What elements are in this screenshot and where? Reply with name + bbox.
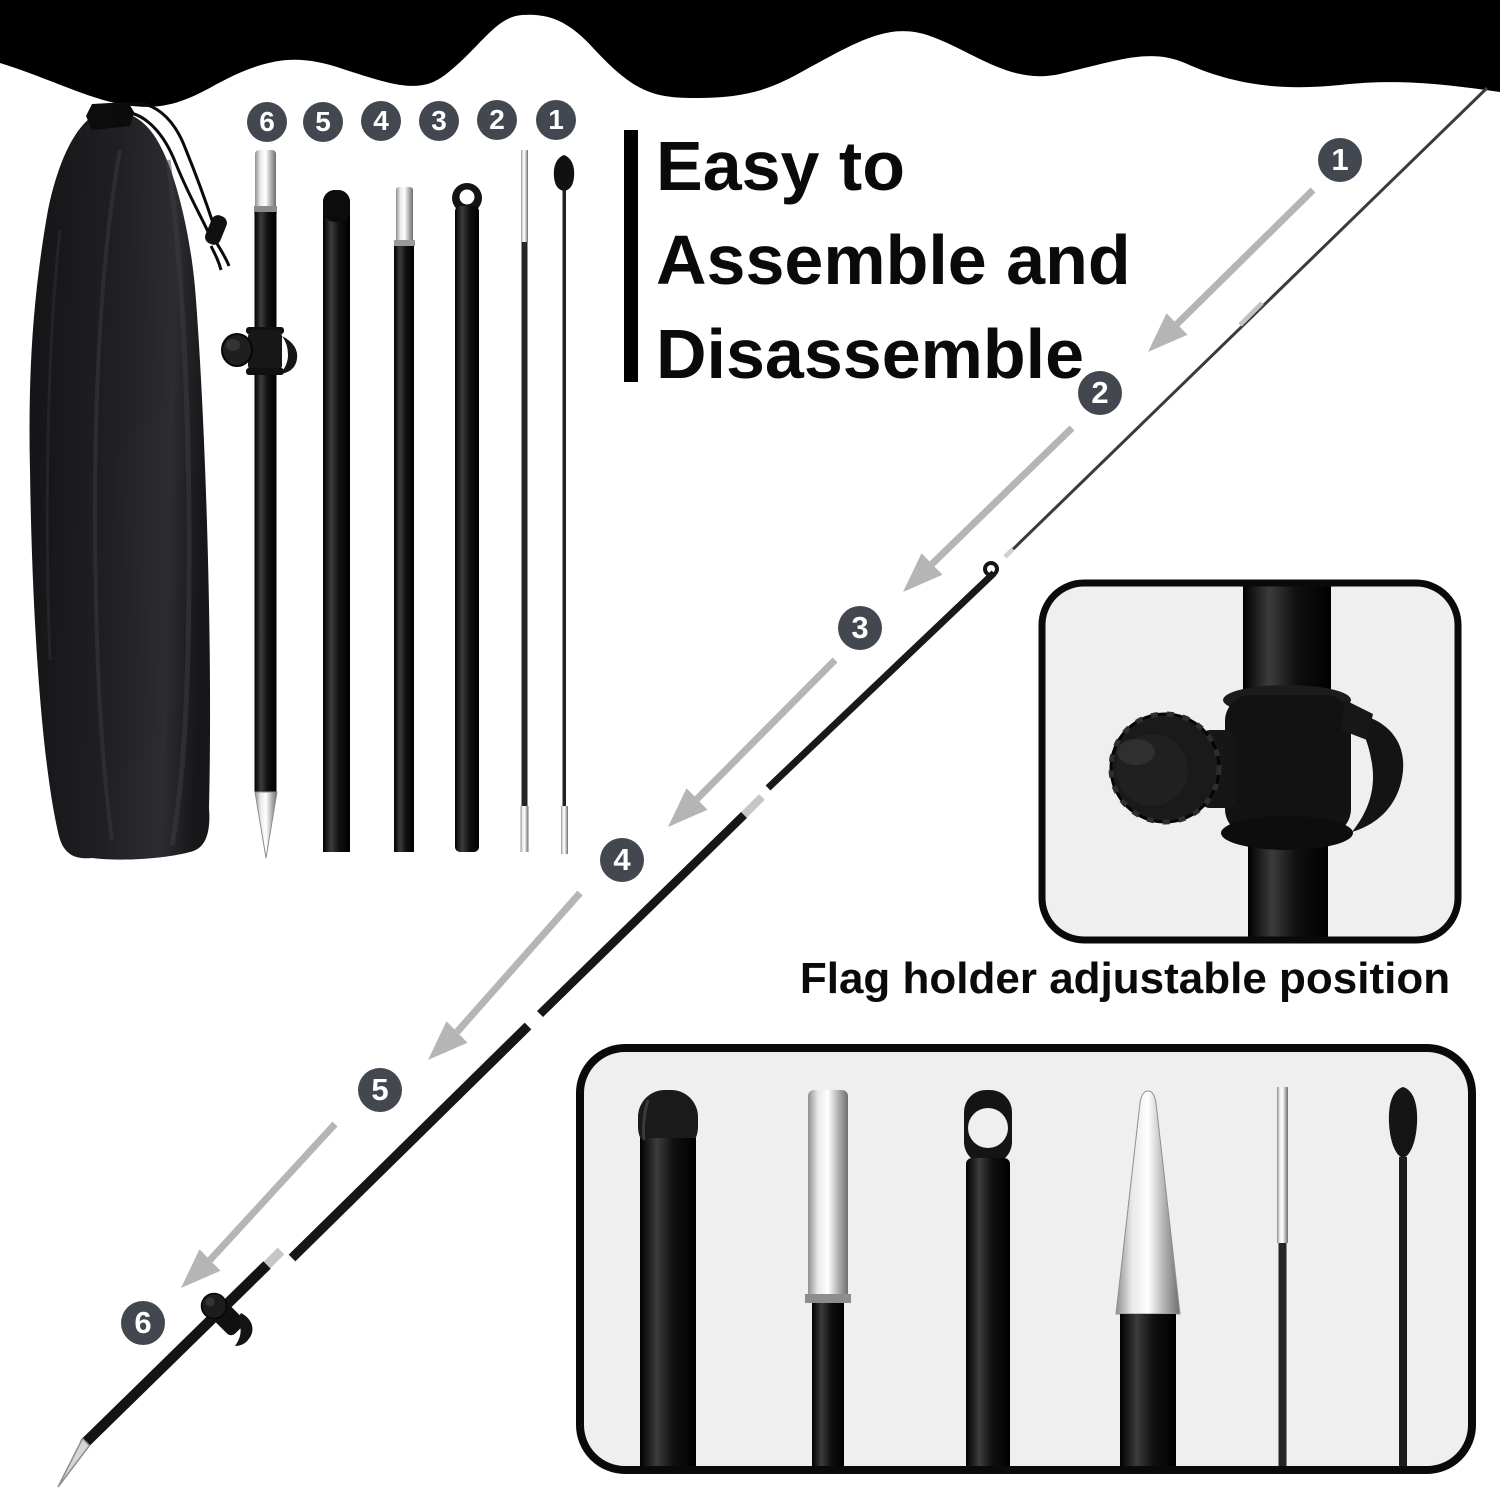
ground-spike-tip (57, 1437, 91, 1488)
pole-segment-4 (537, 811, 747, 1018)
part-badge-6: 6 (247, 102, 287, 142)
assembly-arrow-3 (668, 657, 838, 827)
assembly-arrow-2 (903, 425, 1075, 592)
assembled-pole (57, 86, 1489, 1488)
bag-cinch-knot (86, 102, 134, 130)
pole-segment-3 (765, 570, 997, 791)
part-badge-3: 3 (419, 101, 459, 141)
headline-line-1: Easy to (656, 127, 905, 205)
rod-joint-ferrule (1238, 301, 1264, 327)
part-pole-4 (394, 187, 415, 852)
pole-segment-6 (80, 1261, 271, 1448)
tip-silver-tube (805, 1090, 851, 1470)
flag-holder-clamp-on-pole (200, 1292, 253, 1346)
step-badge-4: 4 (600, 838, 644, 882)
step-badge-3: 3 (838, 606, 882, 650)
part-pole-2 (520, 150, 529, 852)
part-pole-1 (553, 155, 575, 854)
bag-cord-lock (205, 215, 227, 245)
step-badge-5: 5 (358, 1068, 402, 1112)
tip-rounded-cap (638, 1090, 698, 1470)
flag-holder-clamp-small (221, 327, 298, 375)
headline-line-2: Assemble and (656, 221, 1131, 299)
assembly-arrow-4 (428, 890, 583, 1060)
tip-spike (1115, 1090, 1181, 1470)
step-badge-2: 2 (1078, 371, 1122, 415)
assembly-arrow-1 (1148, 187, 1316, 352)
headline-accent-bar (624, 130, 638, 382)
part-pole-6 (221, 150, 298, 859)
rod-end-ferrule (1003, 547, 1015, 559)
flag-holder-caption: Flag holder adjustable position (799, 954, 1451, 1003)
assembly-arrow-5 (181, 1121, 338, 1288)
part-pole-5 (323, 190, 350, 852)
step-badge-6: 6 (121, 1301, 165, 1345)
headline: Easy to Assemble and Disassemble (656, 119, 1216, 401)
pole-segment-1-2-rod (1004, 86, 1489, 558)
tip-ball-top (1388, 1087, 1418, 1470)
pole-tips-inset (576, 1044, 1476, 1474)
tip-thin-rod (1277, 1087, 1288, 1470)
bag-drawstring-cord (113, 101, 231, 271)
segment-6-silver-top (261, 1247, 285, 1271)
top-wave-banner (0, 0, 1500, 107)
pole-segment-5 (288, 1022, 532, 1262)
carry-bag (29, 101, 231, 860)
part-badge-4: 4 (361, 101, 401, 141)
part-badge-1: 1 (536, 100, 576, 140)
part-pole-3 (452, 183, 482, 852)
flag-holder-clamp-closeup (1108, 685, 1404, 850)
assembly-arrows (181, 187, 1316, 1288)
tip-eyelet (964, 1090, 1012, 1470)
part-badge-2: 2 (477, 100, 517, 140)
flag-holder-inset (1038, 579, 1462, 944)
step-badge-1: 1 (1318, 138, 1362, 182)
segment-4-silver-top (739, 794, 765, 820)
headline-line-3: Disassemble (656, 315, 1085, 393)
part-badge-5: 5 (303, 102, 343, 142)
